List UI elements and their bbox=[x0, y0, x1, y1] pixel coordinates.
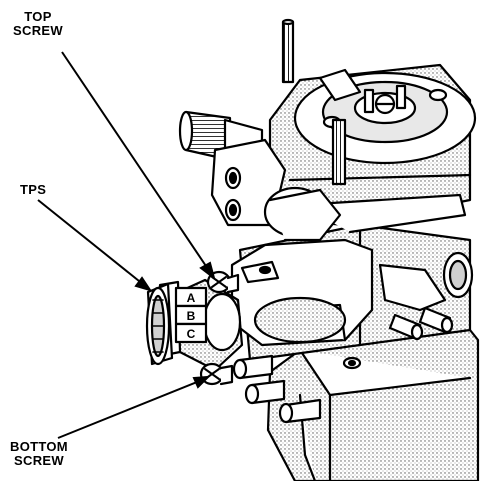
leader-lines bbox=[37, 51, 216, 439]
top-screw-arrowhead bbox=[199, 261, 216, 281]
bottom-screw bbox=[199, 362, 234, 386]
top-screw-label-line2: SCREW bbox=[13, 23, 63, 38]
tps-arrowhead bbox=[134, 276, 153, 292]
vacuum-ports bbox=[378, 263, 454, 341]
housing-bolts bbox=[232, 354, 322, 424]
base-housing bbox=[266, 328, 480, 483]
connector-pin-labels: A B C bbox=[187, 291, 196, 341]
top-screw-leader bbox=[61, 51, 211, 273]
top-screw-label: TOP SCREW bbox=[10, 10, 66, 38]
bottom-screw-label-line2: SCREW bbox=[14, 453, 64, 468]
tps-connector bbox=[145, 282, 174, 366]
upper-housing bbox=[268, 63, 477, 234]
bottom-screw-label: BOTTOM SCREW bbox=[6, 440, 72, 468]
top-screw bbox=[206, 270, 240, 294]
tps-leader bbox=[37, 199, 145, 286]
pin-c: C bbox=[187, 327, 196, 341]
fuel-fitting bbox=[178, 110, 342, 242]
mounting-studs bbox=[281, 18, 407, 186]
bottom-screw-leader bbox=[57, 379, 203, 439]
tps-label: TPS bbox=[20, 182, 47, 197]
bottom-screw-label-line1: BOTTOM bbox=[10, 439, 68, 454]
top-screw-label-line1: TOP bbox=[24, 9, 52, 24]
tps-bracket bbox=[230, 238, 374, 347]
pin-a: A bbox=[187, 291, 196, 305]
bottom-screw-arrowhead bbox=[192, 375, 211, 389]
pin-b: B bbox=[187, 309, 196, 323]
